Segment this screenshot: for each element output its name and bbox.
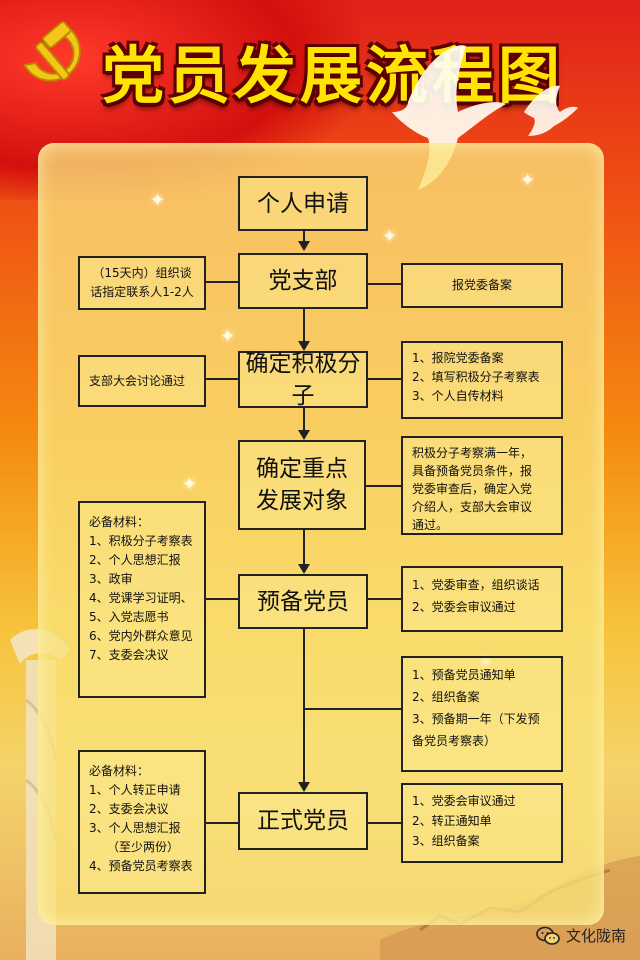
connector-line bbox=[303, 408, 305, 432]
note-talk-contact: （15天内）组织谈 话指定联系人1-2人 bbox=[78, 256, 206, 310]
watermark-label: 文化陇南 bbox=[565, 927, 626, 945]
arrow-head bbox=[298, 564, 310, 574]
arrow-head bbox=[298, 782, 310, 792]
sparkle-icon: ✦ bbox=[182, 474, 198, 495]
sparkle-icon: ✦ bbox=[150, 190, 166, 211]
connector-line bbox=[305, 708, 401, 710]
connector-line bbox=[206, 822, 238, 824]
step-full-member: 正式党员 bbox=[238, 792, 368, 850]
poster-title: 党员发展流程图 bbox=[101, 39, 564, 112]
wechat-icon bbox=[536, 926, 560, 945]
step-personal-application: 个人申请 bbox=[238, 176, 368, 231]
sparkle-icon: ✦ bbox=[520, 170, 536, 191]
note-required-materials-1: 必备材料： 1、积极分子考察表 2、个人思想汇报 3、政审 4、党课学习证明、 … bbox=[78, 501, 206, 698]
connector-line bbox=[303, 231, 305, 245]
step-activist: 确定积极分子 bbox=[238, 351, 368, 409]
connector-line bbox=[368, 822, 401, 824]
note-activist-tasks: 1、报院党委备案 2、填写积极分子考察表 3、个人自传材料 bbox=[401, 341, 563, 419]
sparkle-icon: ✦ bbox=[220, 326, 236, 347]
note-probation-notice: 1、预备党员通知单 2、组织备案 3、预备期一年（下发预 备党员考察表） bbox=[401, 656, 563, 772]
dove-icon-small bbox=[524, 85, 578, 136]
note-full-member-tasks: 1、党委会审议通过 2、转正通知单 3、组织备案 bbox=[401, 783, 563, 863]
arrow-head bbox=[298, 430, 310, 440]
connector-line bbox=[366, 485, 401, 487]
connector-line bbox=[206, 598, 238, 600]
watermark: 文化陇南 bbox=[536, 925, 626, 946]
connector-line bbox=[368, 283, 401, 285]
note-probation-review: 1、党委审查，组织谈话 2、党委会审议通过 bbox=[401, 566, 563, 632]
connector-line bbox=[303, 530, 305, 566]
hammer-sickle-icon bbox=[23, 21, 81, 82]
connector-line bbox=[206, 281, 238, 283]
step-probationary-member: 预备党员 bbox=[238, 574, 368, 629]
connector-line bbox=[368, 378, 401, 380]
arrow-head bbox=[298, 241, 310, 251]
note-branch-meeting: 支部大会讨论通过 bbox=[78, 355, 206, 407]
note-report-committee: 报党委备案 bbox=[401, 263, 563, 308]
dove-icon bbox=[392, 45, 506, 191]
connector-line bbox=[206, 378, 238, 380]
note-target-conditions: 积极分子考察满一年， 具备预备党员条件，报 党委审查后，确定入党 介绍人，支部大… bbox=[401, 436, 563, 535]
step-party-branch: 党支部 bbox=[238, 253, 368, 309]
connector-line bbox=[303, 309, 305, 343]
connector-line bbox=[303, 629, 305, 784]
sparkle-icon: ✦ bbox=[382, 226, 398, 247]
connector-line bbox=[368, 598, 401, 600]
note-required-materials-2: 必备材料： 1、个人转正申请 2、支委会决议 3、个人思想汇报 （至少两份） 4… bbox=[78, 750, 206, 894]
step-development-target: 确定重点 发展对象 bbox=[238, 440, 366, 530]
arrow-head bbox=[298, 341, 310, 351]
